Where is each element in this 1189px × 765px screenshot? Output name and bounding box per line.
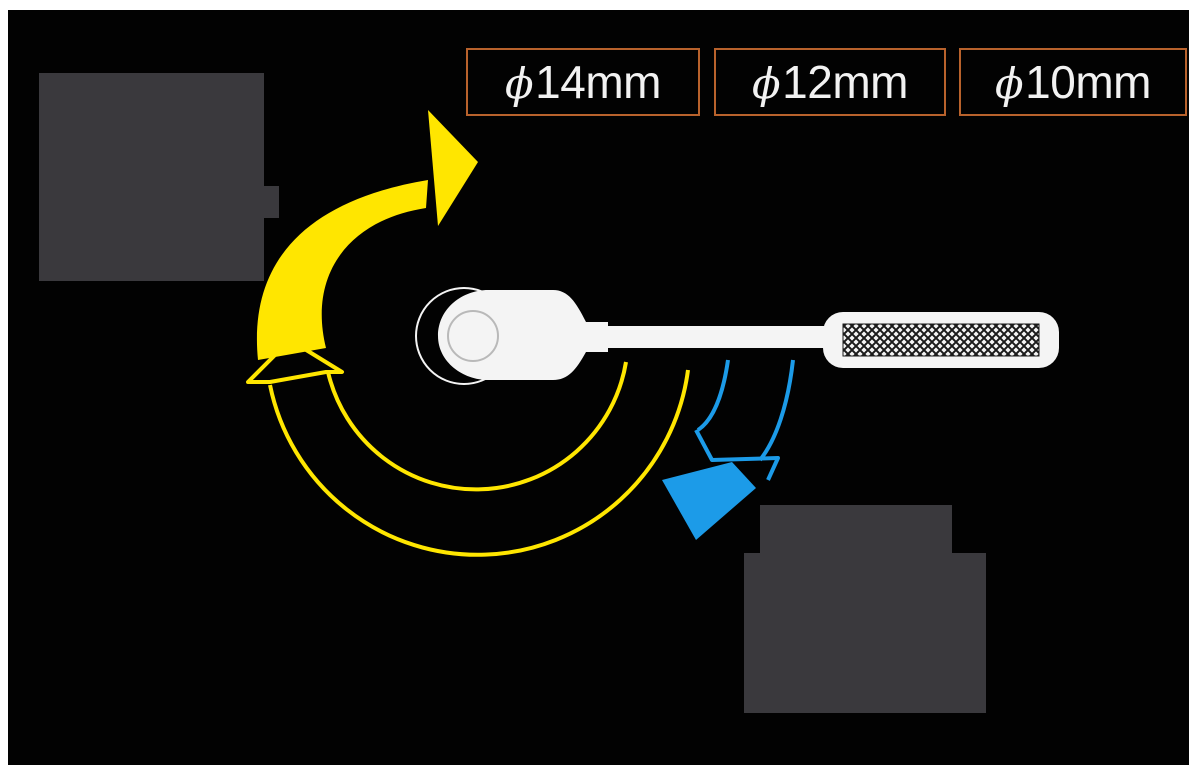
diagram-canvas: ϕ14mm ϕ12mm ϕ10mm [8,10,1189,765]
diameter-symbol: ϕ [505,59,534,108]
tighten-arrow [256,180,428,360]
ratchet-socket [447,310,499,362]
diameter-symbol: ϕ [752,59,781,108]
diameter-symbol: ϕ [995,59,1024,108]
size-label-14mm: ϕ14mm [466,48,700,116]
redacted-block-left [39,73,264,281]
tighten-arrowhead [428,110,478,226]
size-value: 10mm [1025,56,1151,108]
redacted-block-right-top [760,505,952,555]
size-value: 12mm [782,56,908,108]
ratchet-diagram [246,110,1059,557]
handle-grip [842,323,1040,357]
tighten-inner-arc [326,361,628,492]
loosen-arc-1 [696,359,730,432]
ratchet-shaft [598,326,838,348]
loosen-arrowhead [662,462,756,540]
redacted-block-left-tab [264,186,279,218]
ratchet-wrench [415,287,1059,385]
size-label-12mm: ϕ12mm [714,48,946,116]
redacted-block-right [744,553,986,713]
size-value: 14mm [535,56,661,108]
tighten-outer-arc [268,369,690,557]
size-label-10mm: ϕ10mm [959,48,1187,116]
loosen-arc-2 [758,359,795,462]
loosen-arrow-outline [694,429,780,481]
